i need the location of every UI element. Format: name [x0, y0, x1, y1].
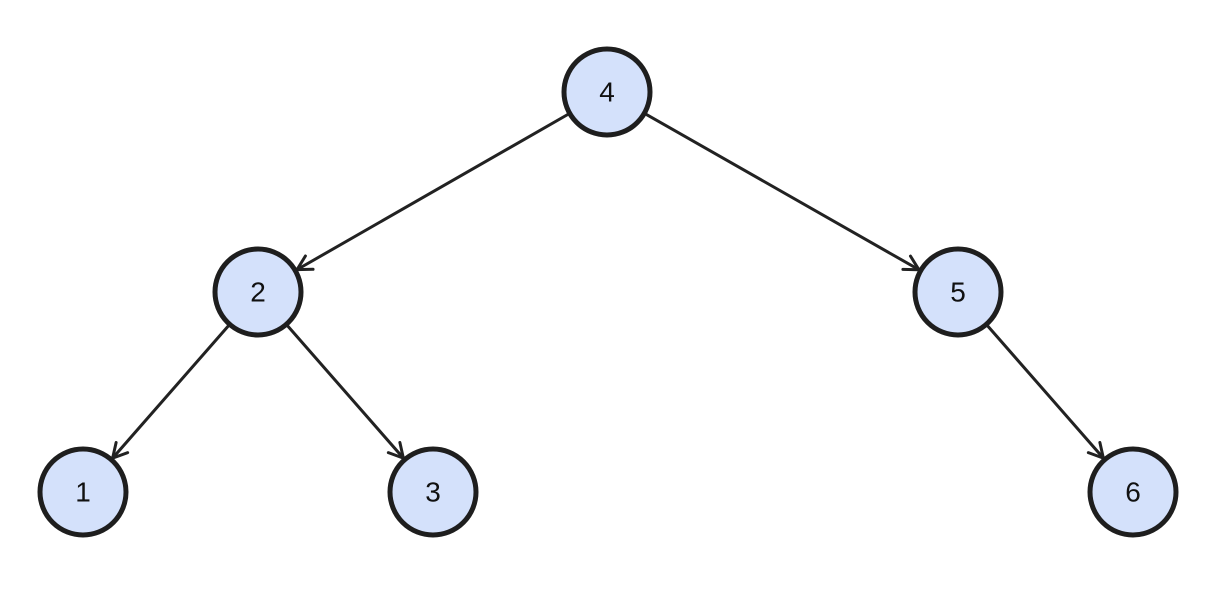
node-circle	[1087, 446, 1179, 538]
tree-node-3: 3	[387, 446, 479, 538]
node-label: 4	[599, 77, 615, 108]
node-circle	[912, 246, 1004, 338]
node-label: 2	[250, 277, 266, 308]
node-label: 6	[1125, 477, 1141, 508]
edge-line	[285, 323, 405, 460]
tree-node-1: 1	[37, 446, 129, 538]
edge-line	[295, 112, 571, 272]
tree-node-6: 6	[1087, 446, 1179, 538]
tree-node-4: 4	[561, 46, 653, 138]
edges-layer	[111, 112, 1105, 460]
edge-line	[111, 323, 231, 460]
tree-node-5: 5	[912, 246, 1004, 338]
node-circle	[561, 46, 653, 138]
tree-node-2: 2	[212, 246, 304, 338]
node-circle	[387, 446, 479, 538]
node-label: 3	[425, 477, 441, 508]
edge-n4-to-n2	[295, 112, 571, 272]
edge-line	[985, 323, 1105, 460]
node-label: 1	[75, 477, 91, 508]
edge-line	[643, 112, 921, 272]
edge-n2-to-n1	[111, 323, 231, 460]
edge-n4-to-n5	[643, 112, 921, 272]
edge-n5-to-n6	[985, 323, 1105, 460]
node-label: 5	[950, 277, 966, 308]
nodes-layer: 4 2 5 1 3 6	[37, 46, 1179, 538]
node-circle	[212, 246, 304, 338]
edge-n2-to-n3	[285, 323, 405, 460]
node-circle	[37, 446, 129, 538]
